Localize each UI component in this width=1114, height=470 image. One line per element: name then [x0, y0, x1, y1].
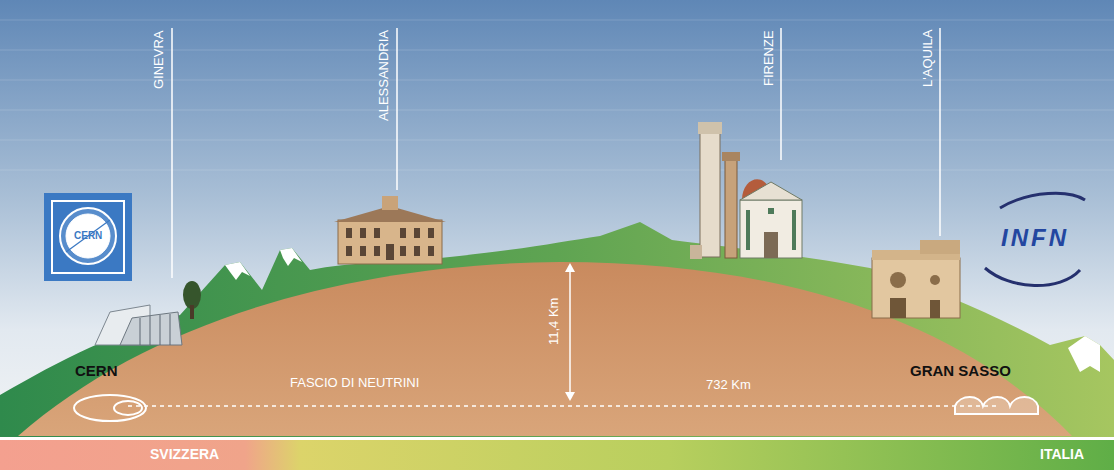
site-label: GRAN SASSO — [910, 362, 1011, 379]
city-label: FIRENZE — [762, 30, 777, 86]
logo-text: CERN — [74, 230, 102, 242]
city-label: L'AQUILA — [921, 30, 936, 87]
beam-label: FASCIO DI NEUTRINI — [290, 376, 419, 391]
logo-text: INFN — [1001, 224, 1069, 252]
country-label: SVIZZERA — [150, 446, 219, 462]
dimension-label: 732 Km — [706, 378, 751, 393]
city-label: GINEVRA — [152, 30, 167, 89]
country-label: ITALIA — [1040, 446, 1084, 462]
dimension-label: 11,4 Km — [547, 298, 562, 345]
city-label: ALESSANDRIA — [377, 30, 392, 121]
site-label: CERN — [75, 362, 118, 379]
